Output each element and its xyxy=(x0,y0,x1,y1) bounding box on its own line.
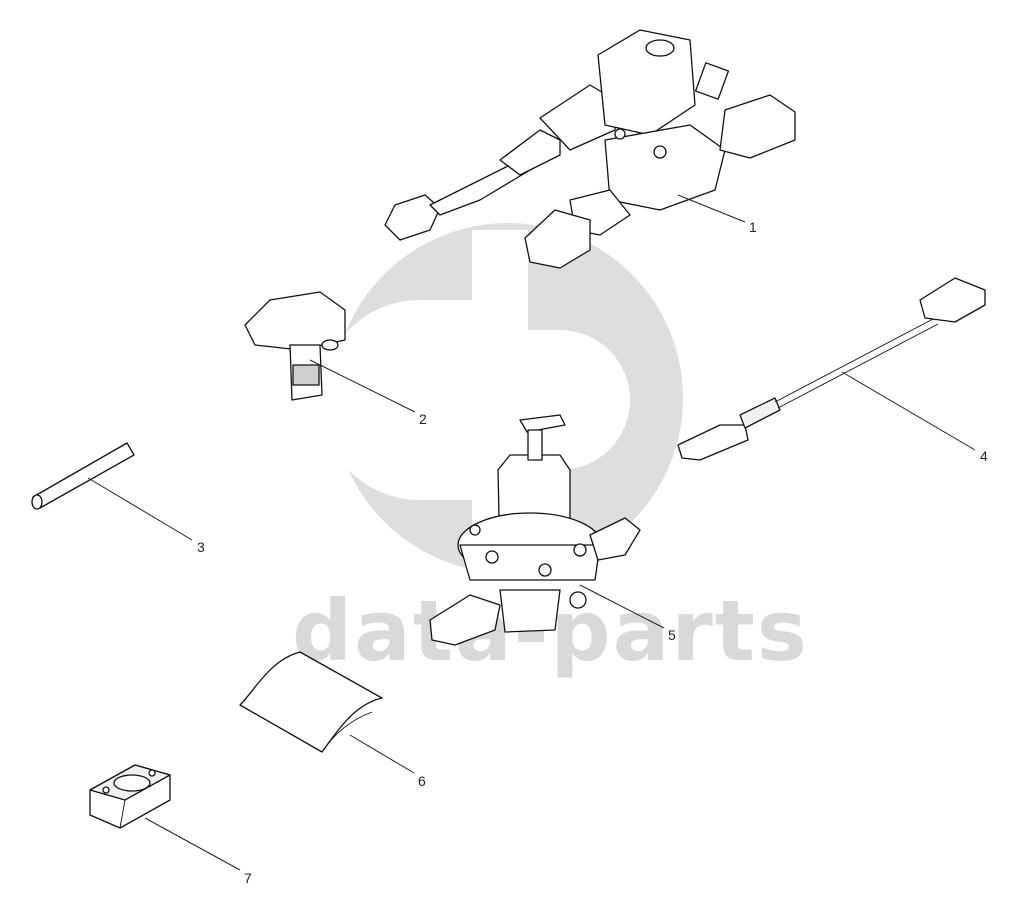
leader-line-3 xyxy=(87,477,193,541)
tube-part xyxy=(31,442,135,510)
block-part xyxy=(89,764,171,829)
callout-7: 7 xyxy=(244,870,252,886)
sensor-part xyxy=(244,291,346,401)
callout-3: 3 xyxy=(197,539,205,555)
solenoid-valve-part xyxy=(384,29,796,269)
pressure-regulator-part xyxy=(429,414,641,646)
leader-line-5 xyxy=(579,584,665,629)
callout-4: 4 xyxy=(980,448,988,464)
leader-line-7 xyxy=(144,817,241,871)
curved-sheet-part xyxy=(239,651,383,753)
leader-line-2 xyxy=(309,359,416,413)
lambda-sensor-part xyxy=(677,277,986,461)
callout-1: 1 xyxy=(749,219,757,235)
leader-line-4 xyxy=(841,371,976,451)
callout-5: 5 xyxy=(668,627,676,643)
callout-6: 6 xyxy=(418,773,426,789)
leader-line-1 xyxy=(677,194,746,223)
callout-2: 2 xyxy=(419,411,427,427)
leader-line-6 xyxy=(349,734,415,774)
